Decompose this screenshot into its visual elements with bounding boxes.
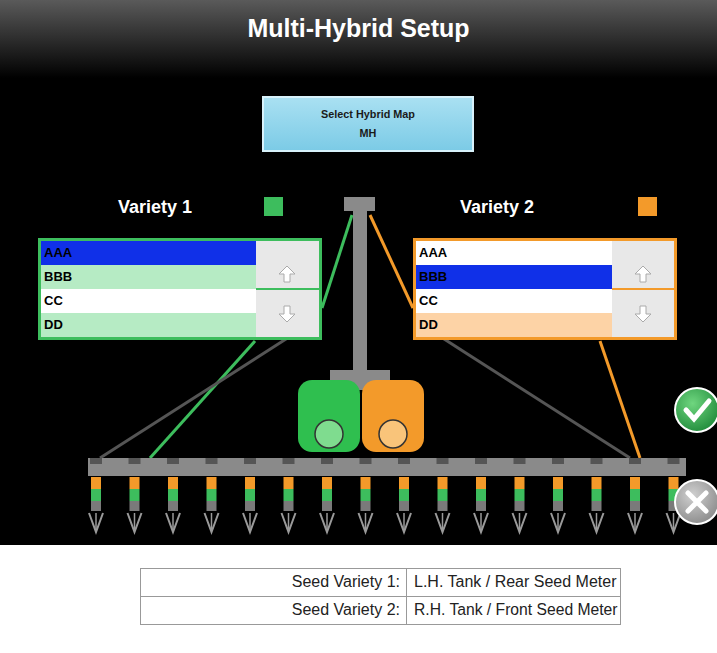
row-text: DD: [419, 317, 438, 332]
row-text: BBB: [419, 269, 447, 284]
scroll-buttons: [256, 241, 674, 337]
table-cell: Seed Variety 1:: [146, 568, 400, 596]
meter-circle: [379, 420, 407, 448]
frame-line: [430, 330, 630, 458]
check-mark: [686, 401, 709, 419]
list-row: CC: [416, 289, 612, 313]
map-button: Select Hybrid MapMH: [262, 96, 474, 152]
accept-button: [675, 388, 717, 432]
row-text: CC: [419, 293, 438, 308]
row-text: AAA: [419, 245, 447, 260]
list-row: CC: [41, 289, 256, 313]
table-cell: Seed Variety 2:: [146, 596, 400, 624]
feed-line: [370, 215, 413, 308]
row-text: DD: [44, 317, 63, 332]
meter-circle: [315, 420, 343, 448]
table-cell: R.H. Tank / Front Seed Meter: [414, 596, 618, 624]
variety-swatch: [638, 197, 657, 216]
list-row: BBB: [41, 265, 256, 289]
feed-line: [150, 341, 255, 458]
row-text: CC: [44, 293, 63, 308]
row-text: BBB: [44, 269, 72, 284]
frame-line: [100, 330, 300, 458]
variety-swatch: [264, 197, 283, 216]
table-cell: L.H. Tank / Rear Seed Meter: [414, 568, 618, 596]
list-row: DD: [41, 313, 256, 337]
cancel-button: [675, 480, 717, 524]
variety-list: Variety 2AAABBBCCDD: [413, 238, 677, 340]
screen-ground: [0, 0, 717, 545]
cancel-x: [688, 493, 706, 511]
variety-heading: Variety 2: [460, 197, 534, 218]
tank-right: [362, 380, 424, 452]
header-bar: [0, 0, 717, 78]
list-row: AAA: [41, 241, 256, 265]
list-row: BBB: [416, 265, 612, 289]
list-row: DD: [416, 313, 612, 337]
toolbar: [88, 458, 686, 476]
feed-line: [600, 341, 640, 458]
feed-line: [322, 215, 352, 308]
table-grid: [140, 568, 621, 625]
tank-left: [298, 380, 360, 452]
button-text: MH: [264, 124, 472, 143]
screen-title: Multi-Hybrid Setup: [0, 14, 717, 43]
button-text: Select Hybrid Map: [264, 105, 472, 124]
variety-list: Variety 1AAABBBCCDD: [38, 238, 322, 340]
list-row: AAA: [416, 241, 612, 265]
variety-heading: Variety 1: [118, 197, 192, 218]
row-text: AAA: [44, 245, 72, 260]
row-units: [89, 458, 681, 532]
mast: [353, 197, 367, 387]
